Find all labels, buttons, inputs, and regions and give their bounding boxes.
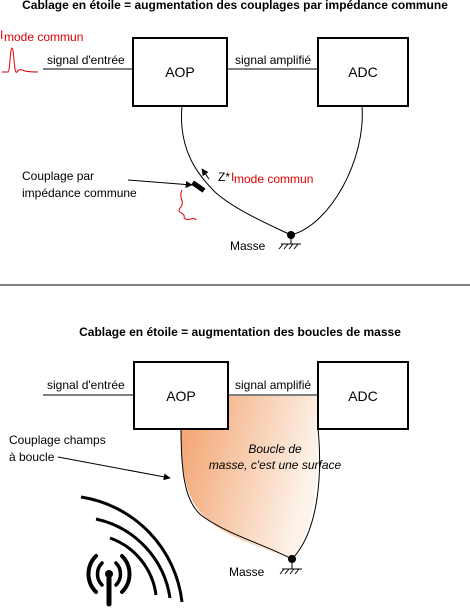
bottom-ground-icon [279, 563, 302, 575]
top-i-sub: mode commun [4, 30, 83, 44]
bottom-title: Cablage en étoile = augmentation des bou… [79, 325, 401, 339]
impedance-symbol [191, 180, 206, 193]
top-aop-label: AOP [165, 64, 195, 80]
top-amplified-label: signal amplifié [235, 53, 311, 67]
top-ground-icon [278, 239, 301, 250]
top-adc-label: ADC [348, 64, 378, 80]
top-coupling-line2: impédance commune [22, 186, 137, 200]
bottom-coupling-line2: à boucle [9, 450, 55, 464]
top-adc-ground-wire [290, 105, 363, 236]
bottom-aop-box [133, 361, 229, 430]
top-input-label: signal d'entrée [47, 53, 125, 67]
top-ground-node [287, 231, 295, 239]
bottom-aop-label: AOP [166, 388, 196, 404]
top-coupling-line1: Couplage par [22, 169, 94, 183]
top-title: Cablage en étoile = augmentation des cou… [22, 0, 448, 12]
top-z-i: I [231, 170, 234, 184]
top-z-prefix: Z* [218, 170, 230, 184]
top-coupling-arrow [127, 179, 193, 188]
top-z-sub: mode commun [234, 172, 313, 186]
bottom-amplified-label: signal amplifié [235, 378, 311, 392]
radio-waves-icon [80, 495, 184, 603]
bottom-input-label: signal d'entrée [47, 378, 125, 392]
bottom-adc-ground-wire [291, 427, 321, 560]
top-ground-label: Masse [230, 239, 266, 253]
top-aop-box [132, 37, 228, 107]
top-adc-box [317, 37, 409, 107]
top-aop-ground-wire [180, 105, 292, 236]
top-i-label: I [0, 28, 3, 42]
antenna-icon [86, 554, 132, 607]
bottom-adc-label: ADC [348, 388, 378, 404]
loop-label-line1: Boucle de [248, 442, 302, 456]
bottom-adc-box [317, 361, 409, 430]
common-mode-waveform-icon [2, 47, 39, 73]
loop-label-line2: masse, c'est une surface [209, 458, 342, 472]
bottom-ground-label: Masse [229, 565, 265, 579]
disturbance-squiggle-icon [178, 189, 197, 221]
bottom-ground-node [288, 555, 296, 563]
bottom-coupling-arrow [57, 456, 171, 481]
bottom-coupling-line1: Couplage champs [9, 433, 106, 447]
ground-loop-area [181, 396, 318, 559]
bottom-aop-ground-wire [180, 427, 293, 560]
current-arrow-icon [201, 168, 210, 180]
